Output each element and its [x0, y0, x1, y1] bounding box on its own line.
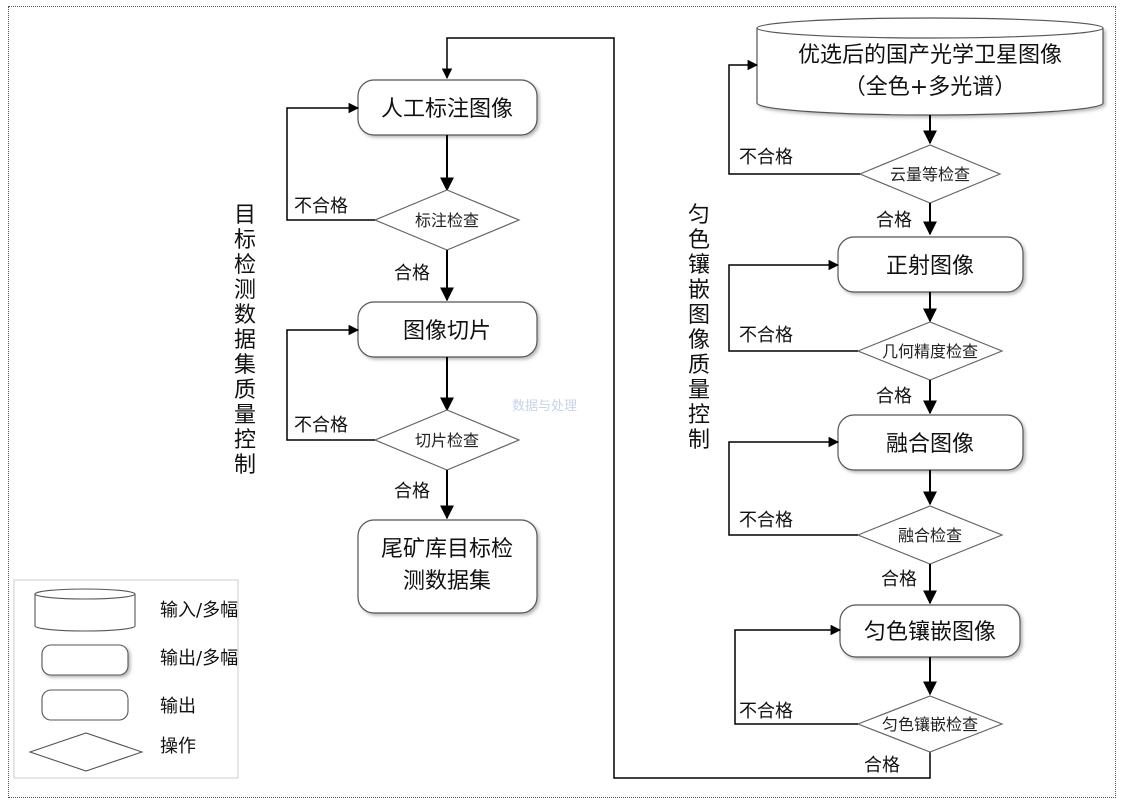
label-pass-slice: 合格: [394, 481, 430, 502]
legend-operation-shape: [28, 732, 144, 772]
label-pass-geo: 合格: [876, 386, 912, 407]
node-slice-check: 切片检查: [373, 409, 521, 471]
node-dataset-label-line2: 测数据集: [403, 569, 491, 594]
label-pass-mosaic: 合格: [864, 755, 900, 776]
arrow-annotate-fail-loop: [286, 102, 375, 221]
node-fusion-label: 融合图像: [886, 432, 974, 457]
node-geo-check-label: 几何精度检查: [882, 342, 978, 361]
arrow-cloud-fail-loop: [728, 59, 860, 175]
node-ortho-label: 正射图像: [886, 254, 974, 279]
diagram-frame: [8, 6, 1116, 798]
node-ortho: 正射图像: [837, 236, 1024, 293]
node-cloud-check: 云量等检查: [858, 144, 1002, 204]
legend-input-multi-label: 输入/多幅: [160, 600, 238, 621]
node-slice-check-label: 切片检查: [415, 431, 479, 450]
node-input-images: 优选后的国产光学卫星图像 （全色+多光谱）: [756, 17, 1104, 116]
arrow-mosaic-to-annotate: [441, 37, 931, 779]
legend-operation-label: 操作: [160, 736, 196, 757]
node-fusion-check: 融合检查: [856, 505, 1004, 565]
label-fail-fusion: 不合格: [739, 510, 793, 531]
legend-output-multi-label: 输出/多幅: [160, 648, 238, 669]
node-annotate-check: 标注检查: [373, 189, 521, 251]
left-vertical-title: 目标检测数据集质量控制: [233, 203, 256, 478]
label-pass-cloud: 合格: [876, 210, 912, 231]
node-cloud-check-label: 云量等检查: [890, 165, 970, 184]
node-annotate-label: 人工标注图像: [381, 97, 513, 122]
node-mosaic: 匀色镶嵌图像: [839, 604, 1021, 658]
node-slice-label: 图像切片: [403, 319, 491, 344]
node-geo-check: 几何精度检查: [856, 321, 1004, 381]
node-fusion-check-label: 融合检查: [898, 526, 962, 545]
node-annotate-check-label: 标注检查: [415, 211, 479, 230]
legend-output-shape: [41, 689, 129, 721]
label-pass-fusion: 合格: [881, 569, 917, 590]
label-pass-annotate: 合格: [394, 263, 430, 284]
node-dataset-label-line1: 尾矿库目标检: [381, 537, 513, 562]
node-dataset: 尾矿库目标检 测数据集: [357, 519, 538, 614]
label-fail-slice: 不合格: [294, 415, 348, 436]
node-slice: 图像切片: [357, 301, 538, 358]
legend: 输入/多幅 输出/多幅 输出 操作: [13, 579, 239, 779]
node-mosaic-label: 匀色镶嵌图像: [864, 620, 996, 645]
legend-output-multi-shape: [41, 644, 129, 676]
node-mosaic-check: 匀色镶嵌检查: [856, 695, 1004, 753]
legend-input-multi-shape: [34, 588, 136, 632]
node-mosaic-check-label: 匀色镶嵌检查: [882, 715, 978, 734]
legend-output-label: 输出: [160, 696, 196, 717]
arrow-mosaic-fail-loop: [734, 624, 858, 725]
node-annotate: 人工标注图像: [357, 79, 538, 136]
arrow-geo-fail-loop: [728, 259, 858, 352]
label-fail-geo: 不合格: [739, 325, 793, 346]
arrow-fusion-fail-loop: [728, 436, 858, 536]
right-vertical-title: 匀色镶嵌图像质量控制: [687, 203, 710, 453]
node-fusion: 融合图像: [837, 414, 1024, 471]
node-input-label-line2: （全色+多光谱）: [844, 75, 1016, 100]
arrow-slice-fail-loop: [286, 324, 375, 441]
node-input-label-line1: 优选后的国产光学卫星图像: [798, 43, 1062, 68]
label-fail-mosaic: 不合格: [739, 701, 793, 722]
label-fail-annotate: 不合格: [294, 196, 348, 217]
label-fail-cloud: 不合格: [739, 147, 793, 168]
watermark: 数据与处理: [512, 399, 577, 414]
